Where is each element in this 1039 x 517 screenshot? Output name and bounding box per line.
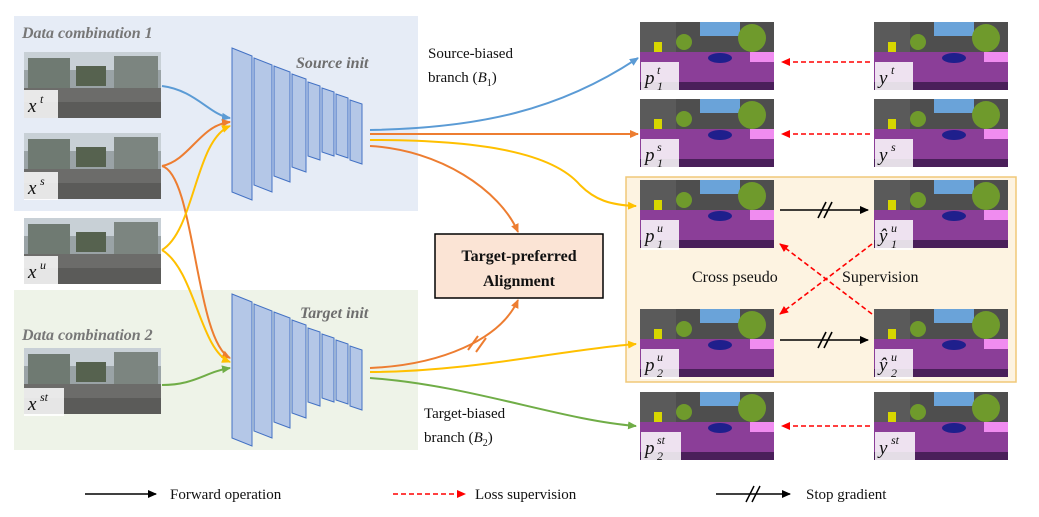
svg-text:y: y	[877, 438, 888, 459]
arrow-xu-to-target	[161, 249, 231, 363]
arrow-xu-to-source	[161, 125, 231, 251]
supervision-label: Supervision	[842, 269, 918, 286]
target-preferred-alignment-box: Target-preferred Alignment	[434, 233, 604, 299]
input-label-xst: x st	[24, 388, 64, 416]
combo1-title: Data combination 1	[21, 25, 153, 42]
target-network	[231, 293, 363, 447]
svg-text:u: u	[657, 221, 663, 235]
svg-text:1: 1	[657, 79, 663, 93]
arrow-xt-to-source	[161, 85, 231, 121]
arrow-target-to-p2st	[369, 377, 637, 430]
prediction-label-p1u: p u 1	[641, 220, 679, 251]
svg-text:p: p	[643, 145, 655, 166]
svg-text:st: st	[657, 433, 666, 447]
svg-text:x: x	[27, 394, 37, 415]
legend-stop-label: Stop gradient	[806, 487, 887, 503]
svg-text:u: u	[891, 350, 897, 364]
legend-loss-label: Loss supervision	[475, 487, 577, 503]
svg-text:st: st	[891, 433, 900, 447]
svg-text:p: p	[643, 355, 655, 376]
arrow-source-to-alignment	[369, 145, 519, 233]
legend-forward-label: Forward operation	[170, 487, 282, 503]
prediction-label-p1t: p t 1	[641, 62, 679, 93]
svg-text:x: x	[27, 96, 37, 117]
input-label-xs: x s	[24, 172, 58, 200]
arrow-source-to-p1u	[369, 139, 637, 210]
svg-text:ŷ: ŷ	[877, 355, 888, 376]
target-label-y1u: ŷ u 1	[875, 220, 913, 251]
svg-text:x: x	[27, 262, 37, 283]
svg-text:u: u	[40, 258, 46, 272]
target-branch-label: Target-biased branch (B2)	[424, 406, 506, 449]
source-network	[231, 47, 363, 201]
target-label-yt: y t	[875, 62, 913, 92]
target-label-y2u: ŷ u 2	[875, 349, 913, 380]
target-init-title: Target init	[300, 305, 369, 322]
svg-text:p: p	[643, 226, 655, 247]
svg-text:t: t	[40, 92, 44, 106]
combo2-title: Data combination 2	[21, 327, 153, 344]
source-init-title: Source init	[296, 55, 369, 72]
svg-text:p: p	[643, 68, 655, 89]
svg-text:s: s	[891, 140, 896, 154]
svg-text:Target-preferred: Target-preferred	[461, 248, 576, 265]
svg-text:1: 1	[891, 237, 897, 251]
prediction-label-p2u: p u 2	[641, 349, 679, 380]
stop-gradient-mark-alignment	[467, 335, 487, 353]
arrow-xs-to-target	[161, 165, 231, 359]
svg-text:2: 2	[891, 366, 897, 380]
svg-text:st: st	[40, 390, 49, 404]
stop-gradient-arrow-p2u-to-y2u	[780, 331, 869, 349]
target-label-ys: y s	[875, 139, 913, 169]
svg-text:s: s	[40, 174, 45, 188]
svg-text:y: y	[877, 145, 888, 166]
arrow-source-to-p1t	[369, 57, 639, 131]
svg-text:t: t	[657, 63, 661, 77]
svg-text:Source-biased: Source-biased	[428, 46, 513, 62]
legend: Forward operation Loss supervision Stop …	[85, 485, 887, 503]
svg-text:p: p	[643, 438, 655, 459]
svg-text:1: 1	[657, 237, 663, 251]
svg-text:branch (B1): branch (B1)	[428, 70, 497, 89]
prediction-label-p2st: p st 2	[641, 432, 681, 463]
svg-text:u: u	[657, 350, 663, 364]
arrow-xst-to-target	[161, 365, 231, 386]
svg-text:1: 1	[657, 156, 663, 170]
arrow-target-to-p2u	[369, 340, 637, 373]
cross-pseudo-label: Cross pseudo	[692, 269, 778, 286]
input-label-xt: x t	[24, 90, 58, 118]
stop-gradient-arrow-p1u-to-y1u	[780, 201, 869, 219]
target-label-yst: y st	[875, 432, 915, 462]
svg-text:branch (B2): branch (B2)	[424, 430, 493, 449]
svg-text:s: s	[657, 140, 662, 154]
arrow-xs-to-source	[161, 118, 231, 167]
svg-text:2: 2	[657, 366, 663, 380]
svg-text:u: u	[891, 221, 897, 235]
svg-text:Alignment: Alignment	[483, 273, 556, 290]
input-label-xu: x u	[24, 256, 58, 284]
svg-text:t: t	[891, 63, 895, 77]
source-branch-label: Source-biased branch (B1)	[428, 46, 513, 89]
arrow-target-to-alignment	[369, 299, 519, 369]
svg-text:Target-biased: Target-biased	[424, 406, 506, 422]
loss-arrow-y2u-to-p1u	[779, 243, 873, 315]
legend-stop-gradient-arrow	[716, 485, 791, 503]
prediction-label-p1s: p s 1	[641, 139, 679, 170]
svg-text:x: x	[27, 178, 37, 199]
svg-text:ŷ: ŷ	[877, 226, 888, 247]
svg-text:y: y	[877, 68, 888, 89]
svg-text:2: 2	[657, 449, 663, 463]
